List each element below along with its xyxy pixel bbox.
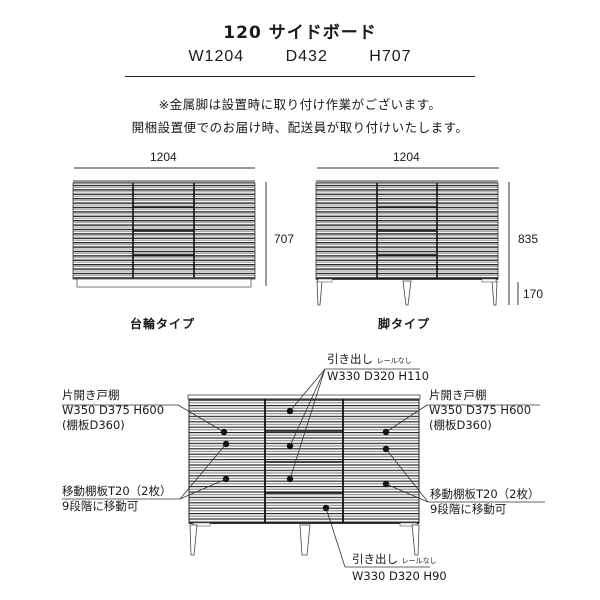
right-door-shelf: (棚板D360) xyxy=(429,418,492,432)
note-line-2: 開梱設置便でのお届け時、配送員が取り付けいたします。 xyxy=(131,120,469,135)
left-shelf-name: 移動棚板T20（2枚） xyxy=(62,484,172,498)
base-type-diagram xyxy=(72,167,267,288)
base-type-width-label: 1204 xyxy=(150,150,177,164)
width-dimension: W1204 xyxy=(188,48,245,65)
left-shelf-adjust: 9段階に移動可 xyxy=(62,499,139,513)
upper-drawer-name: 引き出し xyxy=(327,352,373,366)
product-dimensions: W1204 D432 H707 xyxy=(0,48,600,66)
right-door-size: W350 D375 H600 xyxy=(429,403,532,417)
right-shelf-name: 移動棚板T20（2枚） xyxy=(430,487,540,501)
left-door-label: 片開き戸棚 W350 D375 H600 (棚板D360) xyxy=(62,388,164,433)
base-type-height-label: 707 xyxy=(274,232,295,246)
leg-type-height-label: 835 xyxy=(518,232,539,246)
right-door-name: 片開き戸棚 xyxy=(429,388,487,402)
upper-drawer-size: W330 D320 H110 xyxy=(327,369,430,383)
leg-type-diagram xyxy=(315,167,519,306)
lower-drawer-name: 引き出し xyxy=(352,552,398,566)
left-door-size: W350 D375 H600 xyxy=(62,403,165,417)
product-title: 120 サイドボード xyxy=(223,23,377,43)
leg-type-caption: 脚タイプ xyxy=(378,317,431,331)
lower-drawer-size: W330 D320 H90 xyxy=(352,569,447,583)
upper-drawer-note: レールなし xyxy=(376,357,412,365)
lower-drawer-note: レールなし xyxy=(401,557,437,565)
left-shelf-label: 移動棚板T20（2枚） 9段階に移動可 xyxy=(62,484,171,514)
left-door-name: 片開き戸棚 xyxy=(62,388,120,402)
detail-diagram xyxy=(62,368,545,568)
left-door-shelf: (棚板D360) xyxy=(62,418,125,432)
right-shelf-label: 移動棚板T20（2枚） 9段階に移動可 xyxy=(430,487,539,517)
header-divider xyxy=(125,76,475,77)
note-line-1: ※金属脚は設置時に取り付け作業がございます。 xyxy=(158,97,442,112)
lower-drawer-label: 引き出し レールなし W330 D320 H90 xyxy=(352,552,447,584)
upper-drawer-label: 引き出し レールなし W330 D320 H110 xyxy=(327,352,429,384)
leg-type-width-label: 1204 xyxy=(393,150,420,164)
right-door-label: 片開き戸棚 W350 D375 H600 (棚板D360) xyxy=(429,388,531,433)
leg-height-label: 170 xyxy=(523,287,544,301)
right-shelf-adjust: 9段階に移動可 xyxy=(430,502,507,516)
depth-dimension: D432 xyxy=(285,48,328,65)
base-type-caption: 台輪タイプ xyxy=(130,317,196,331)
height-dimension: H707 xyxy=(369,48,412,65)
